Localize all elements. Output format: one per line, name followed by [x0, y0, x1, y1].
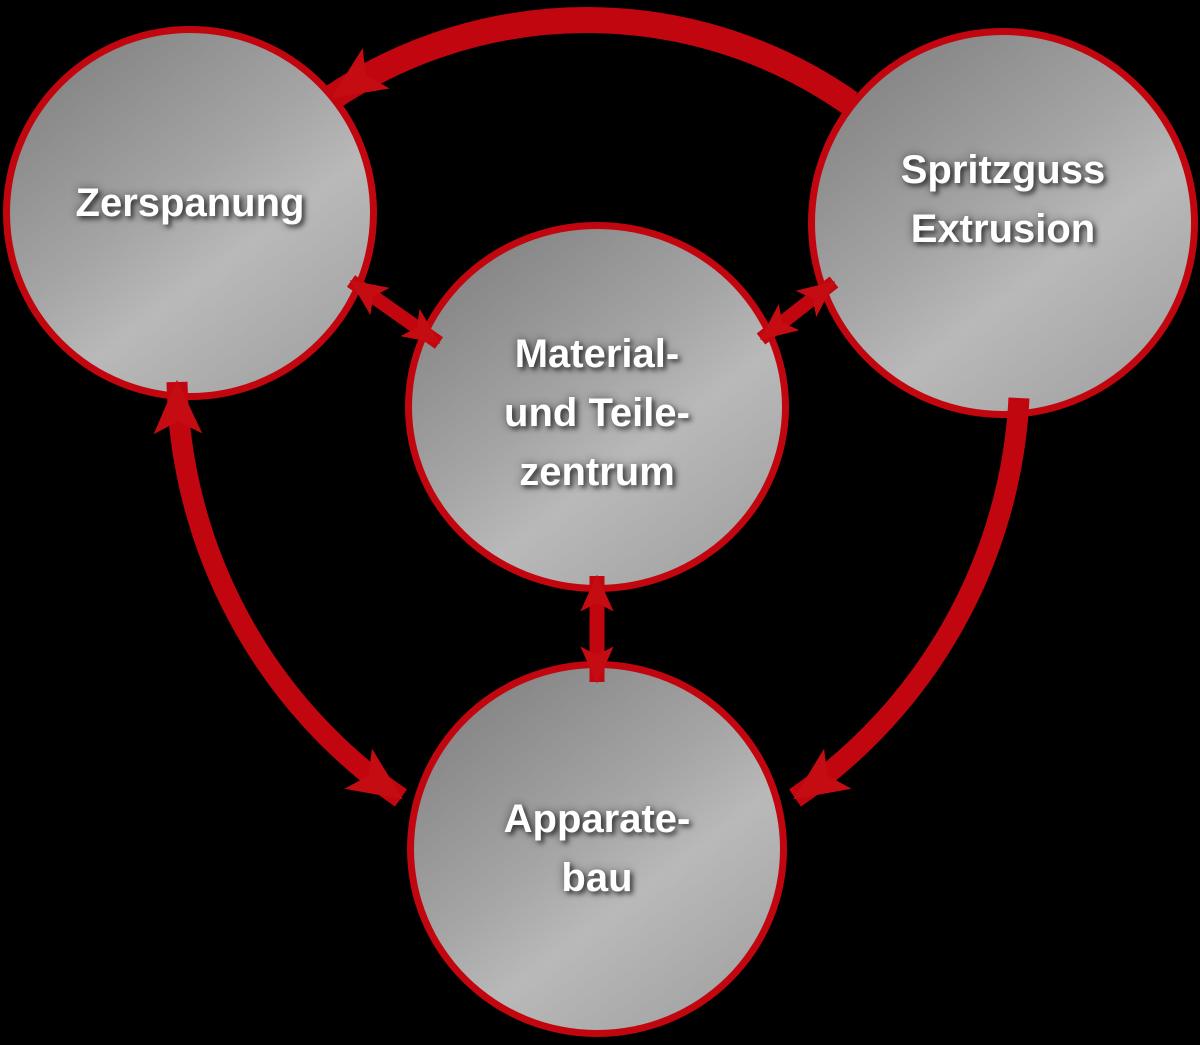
node-label-line: Material- — [514, 331, 680, 376]
node-zerspanung-label: Zerspanung — [76, 174, 305, 233]
arc-arrow-zerspanung-apparatebau — [153, 379, 407, 807]
node-label-line: Zerspanung — [75, 180, 305, 225]
node-zerspanung: Zerspanung — [3, 26, 377, 400]
node-spritzguss-extrusion: Spritzguss Extrusion — [808, 28, 1198, 418]
node-label-line: Apparate- — [503, 797, 691, 841]
arc-arrow-spritzguss-to-apparatebau — [789, 397, 1030, 807]
node-label-line: und Teile- — [504, 390, 690, 435]
node-label-line: Extrusion — [910, 207, 1096, 251]
node-material-und-teilezentrum: Material- und Teile- zentrum — [405, 222, 789, 592]
node-apparatebau-label: Apparate- bau — [504, 790, 691, 908]
node-label-line: Spritzguss — [900, 148, 1106, 192]
node-label-line: bau — [561, 856, 633, 900]
node-label-line: zentrum — [519, 449, 675, 494]
arc-arrow-spritzguss-to-zerspanung — [325, 7, 858, 114]
node-spritzguss-extrusion-label: Spritzguss Extrusion — [901, 141, 1105, 259]
node-material-und-teilezentrum-label: Material- und Teile- zentrum — [504, 325, 690, 502]
node-apparatebau: Apparate- bau — [407, 661, 787, 1037]
